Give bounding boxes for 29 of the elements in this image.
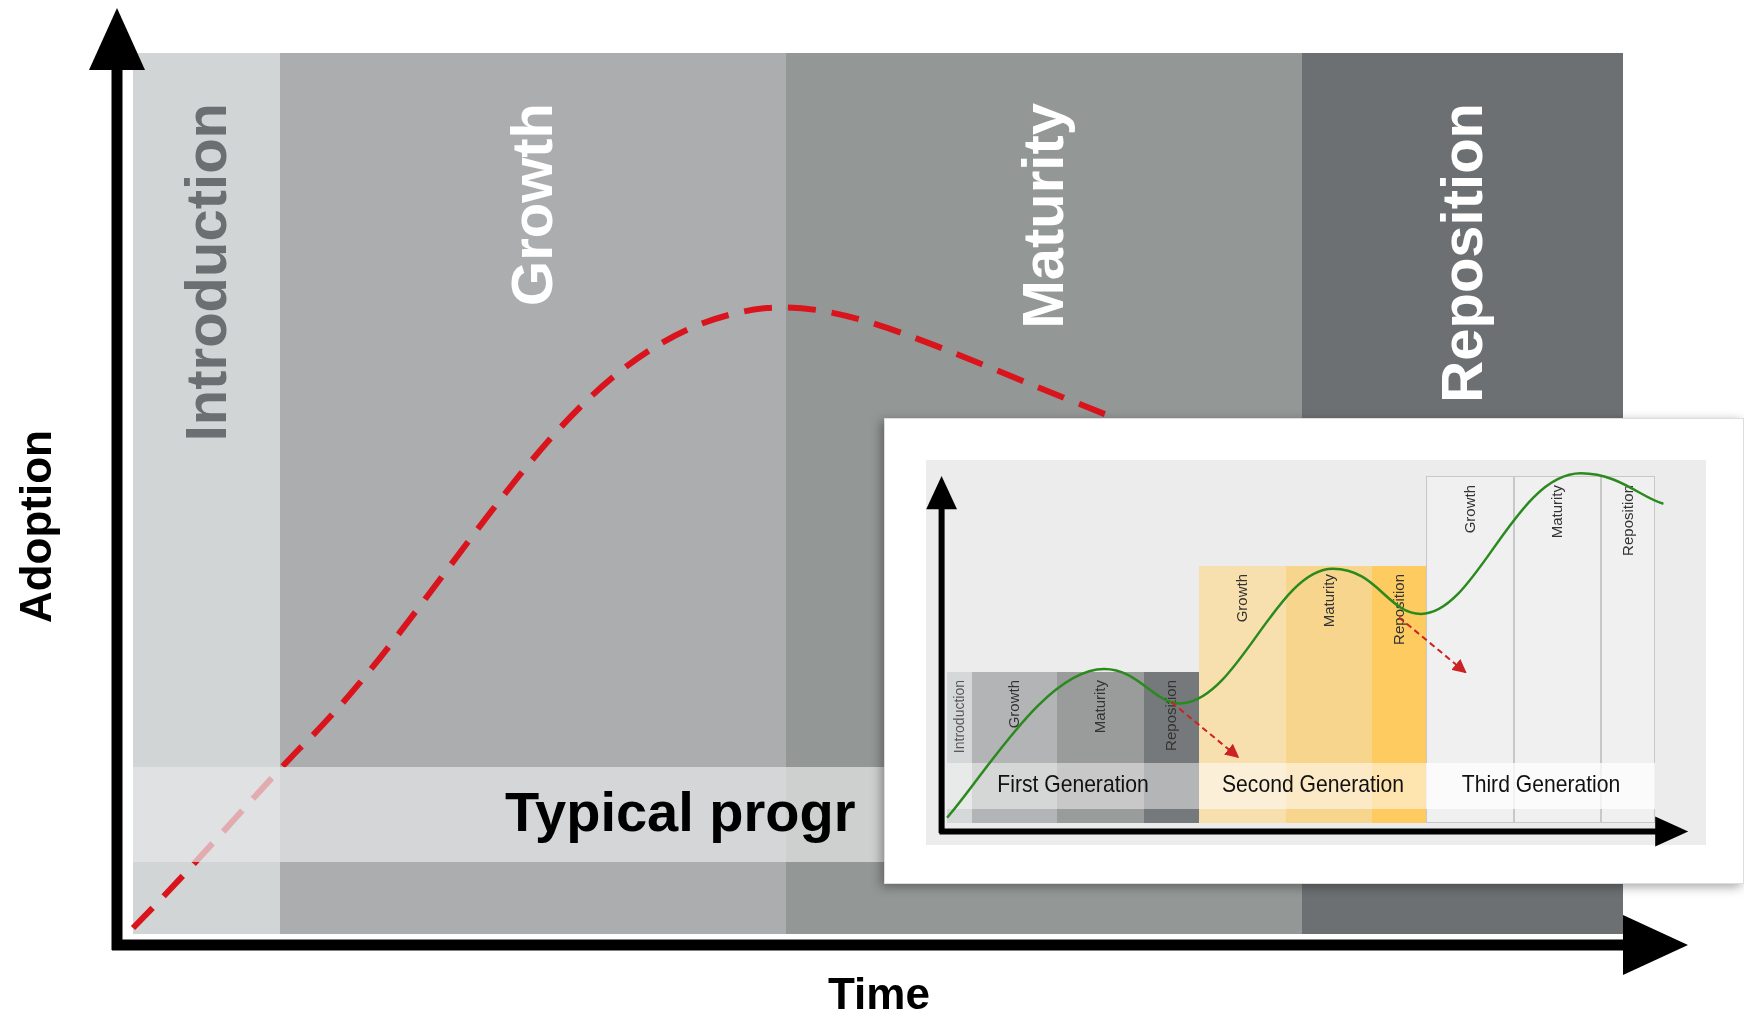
phase-label: Reposition (1428, 103, 1495, 403)
generation-label: Second Generation (1221, 771, 1404, 798)
stage-label: Introduction (951, 680, 968, 754)
stage-label: Growth (1006, 680, 1023, 729)
stage-column (947, 672, 972, 823)
arrow (1398, 616, 1467, 674)
stage-label: Maturity (1320, 574, 1338, 628)
banner-text: Typical progr (505, 781, 856, 843)
phase-label: Maturity (1010, 103, 1077, 329)
stage-label: Growth (1234, 574, 1251, 623)
generation-label: First Generation (997, 771, 1149, 798)
stage-label: Reposition (1390, 574, 1408, 645)
generation-label: Third Generation (1461, 771, 1620, 798)
arrow (1170, 701, 1240, 759)
phase-label: Growth (499, 103, 566, 306)
generation-band (947, 763, 1199, 809)
stage-label: Maturity (1092, 680, 1109, 734)
banner-band (133, 767, 884, 862)
generation-band (1199, 763, 1426, 809)
phase-panel (786, 53, 1302, 418)
stage-label: Reposition (1163, 680, 1180, 751)
generation-band (1426, 763, 1655, 809)
stage-label: Growth (1461, 485, 1479, 534)
phase-label: Introduction (172, 103, 239, 442)
phase-panel (1302, 53, 1623, 418)
axis-label: Time (828, 970, 930, 1019)
axis-label: Adoption (12, 430, 61, 624)
stage-label: Reposition (1619, 485, 1637, 556)
stage-label: Maturity (1549, 485, 1566, 539)
